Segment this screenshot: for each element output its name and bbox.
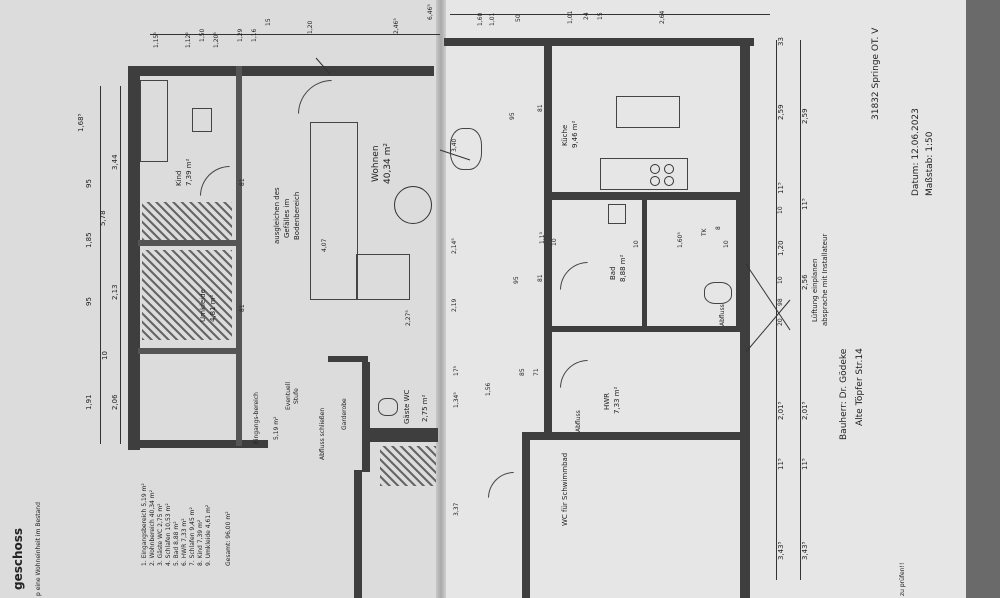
wall-wc-west: [522, 432, 530, 598]
wall-kueche-west: [544, 38, 552, 438]
bed-outline: [140, 80, 168, 162]
wall-garderobe: [328, 356, 368, 362]
dimline-top-left: [150, 34, 440, 35]
dimline-top-right: [450, 14, 770, 15]
wall-gaeste-wc: [362, 362, 370, 472]
wall-bad-inner: [642, 198, 647, 330]
wall-kind-wohnen: [236, 66, 242, 446]
dimline-left-1: [100, 86, 101, 444]
wall-bad-east: [736, 198, 741, 328]
armchair: [450, 128, 482, 170]
hob-burner-2: [664, 164, 674, 174]
kitchen-counter: [600, 158, 688, 190]
wall-hwr-wc: [522, 432, 744, 440]
background-edge: [966, 0, 1000, 598]
wall-wc-bottom: [368, 428, 438, 442]
hatch-kind: [142, 202, 232, 240]
wall-kueche-bad: [548, 192, 744, 200]
wall-east: [740, 38, 750, 598]
sofa-corner: [356, 254, 410, 300]
toilet-gaeste: [378, 398, 398, 416]
sofa-outline: [310, 122, 358, 300]
dimline-right-2: [800, 40, 801, 580]
wall-lower-left: [354, 470, 362, 598]
hatch-lower: [380, 446, 436, 486]
hob-burner-4: [664, 176, 674, 186]
table-circle: [394, 186, 432, 224]
hatch-umkleide: [142, 250, 232, 340]
wall-top-left: [128, 66, 434, 76]
wall-west: [128, 66, 140, 450]
dining-table: [616, 96, 680, 128]
toilet-bad: [704, 282, 732, 304]
sink-bad: [608, 204, 626, 224]
wall-bottom-left: [128, 440, 268, 448]
wall-top-right: [444, 38, 754, 46]
hob-burner-3: [650, 176, 660, 186]
page-gutter: [436, 0, 446, 598]
wall-umkleide-eingang: [138, 348, 238, 354]
hob-burner-1: [650, 164, 660, 174]
wall-kind-umkleide: [138, 240, 238, 246]
dimline-left-2: [120, 86, 121, 444]
desk-outline: [192, 108, 212, 132]
